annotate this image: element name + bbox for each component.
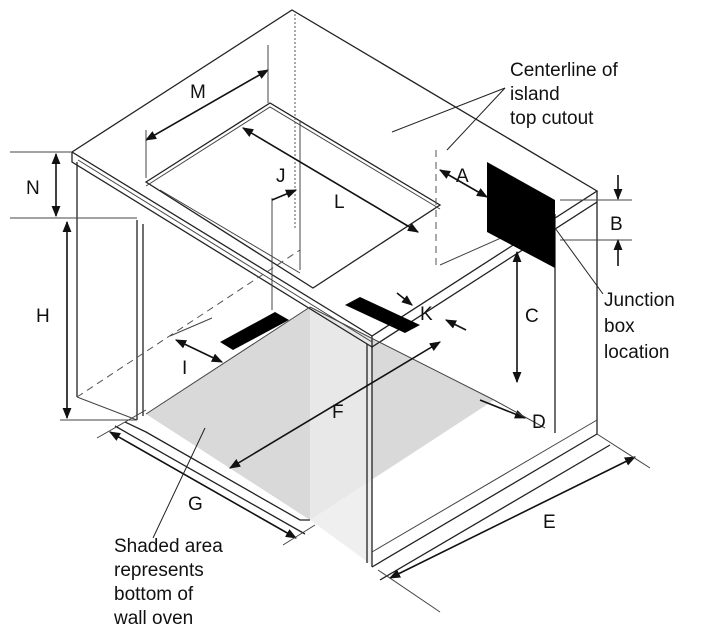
front-panel-shade <box>310 307 372 565</box>
label-J: J <box>276 166 286 187</box>
callout-leaders <box>152 87 604 539</box>
junction-line-2: box <box>604 316 635 337</box>
centerline-callout: Centerline of island top cutout <box>510 60 618 129</box>
centerline-line-2: island <box>510 84 560 105</box>
dimension-lines <box>10 45 651 613</box>
dimension-letter-labels: M L J N H I F G E D C K A B <box>26 82 623 533</box>
label-G: G <box>188 494 203 515</box>
shaded-area-callout: Shaded area represents bottom of wall ov… <box>113 536 223 629</box>
junction-box <box>487 162 555 268</box>
label-E: E <box>543 512 556 533</box>
centerline-line-1: Centerline of <box>510 60 618 81</box>
label-B: B <box>610 214 623 235</box>
centerline-line-3: top cutout <box>510 108 594 129</box>
label-M: M <box>190 82 206 103</box>
label-H: H <box>36 306 50 327</box>
left-side-panel <box>76 162 301 421</box>
label-L: L <box>334 192 345 213</box>
shaded-line-2: represents <box>114 560 204 581</box>
junction-line-3: location <box>604 342 670 363</box>
label-I: I <box>182 358 187 379</box>
right-vent-cutout <box>345 297 420 333</box>
shaded-line-3: bottom of <box>114 584 194 605</box>
label-D: D <box>532 412 546 433</box>
junction-line-1: Junction <box>604 290 675 311</box>
junction-box-callout: Junction box location <box>604 290 675 363</box>
label-A: A <box>456 166 469 187</box>
left-vent-cutout <box>220 312 289 350</box>
shaded-line-4: wall oven <box>113 608 193 629</box>
label-F: F <box>332 402 344 423</box>
label-C: C <box>525 306 539 327</box>
label-K: K <box>420 304 433 325</box>
shaded-line-1: Shaded area <box>114 536 223 557</box>
label-N: N <box>26 178 40 199</box>
